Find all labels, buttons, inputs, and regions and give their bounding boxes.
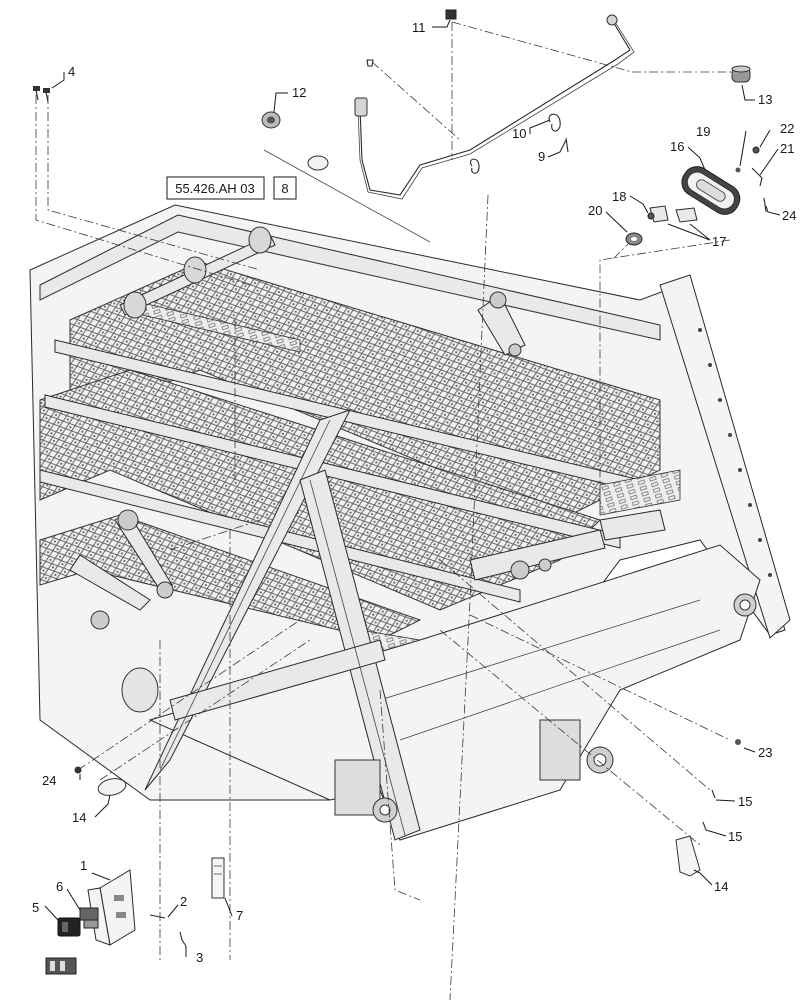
callout-24-right[interactable]: 24: [782, 208, 796, 223]
callout-15-lower[interactable]: 15: [728, 829, 742, 844]
callout-20[interactable]: 20: [588, 203, 602, 218]
right-upper-linkage: [477, 291, 526, 357]
nut-3: [179, 931, 183, 941]
callout-1[interactable]: 1: [80, 858, 87, 873]
callout-7[interactable]: 7: [236, 908, 243, 923]
bolt-9: [565, 137, 569, 153]
upper-shaft: [119, 226, 276, 319]
grommet-13: [731, 65, 751, 83]
clip-11: [445, 9, 457, 20]
reference-box-text: 55.426.AH 03: [175, 181, 255, 196]
bracket-1: [87, 869, 136, 946]
callout-22[interactable]: 22: [780, 121, 794, 136]
center-mechanism: [469, 509, 666, 581]
bolt-15-lower: [702, 821, 707, 831]
callout-14-left[interactable]: 14: [72, 810, 86, 825]
callout-18[interactable]: 18: [612, 189, 626, 204]
reference-callout[interactable]: 55.426.AH 03 8: [166, 176, 297, 200]
callout-17[interactable]: 17: [712, 234, 726, 249]
side-plate-holes: [698, 328, 772, 577]
bolt-23: [735, 739, 741, 745]
clip-6: [79, 907, 99, 929]
reference-box[interactable]: [166, 176, 265, 200]
connector-5: [57, 917, 81, 937]
grommet-12: [261, 111, 281, 129]
callout-16[interactable]: 16: [670, 139, 684, 154]
callout-2[interactable]: 2: [180, 894, 187, 909]
nut-18: [647, 212, 655, 220]
callout-21[interactable]: 21: [780, 141, 794, 156]
nut-24-left: [74, 766, 82, 774]
reference-badge-text: 8: [281, 181, 288, 196]
reference-badge: [273, 176, 297, 200]
callout-15-upper[interactable]: 15: [738, 794, 752, 809]
callout-5[interactable]: 5: [32, 900, 39, 915]
small-clip-top: [366, 59, 374, 67]
screw-22: [752, 146, 760, 154]
reflector-14-left: [97, 778, 127, 796]
studs-4: [33, 86, 50, 103]
left-spring-links: [69, 509, 174, 713]
a-frame-brace: [144, 409, 421, 841]
callout-24-left[interactable]: 24: [42, 773, 56, 788]
lamp-16: [681, 166, 741, 215]
clip-10: [470, 113, 561, 174]
cover-plate-8: [263, 149, 431, 243]
callout-4[interactable]: 4: [68, 64, 75, 79]
callout-6[interactable]: 6: [56, 879, 63, 894]
callout-10[interactable]: 10: [512, 126, 526, 141]
screw-24-top: [763, 197, 767, 213]
bracket-21: [751, 167, 763, 187]
callout-13[interactable]: 13: [758, 92, 772, 107]
callout-11[interactable]: 11: [412, 20, 426, 35]
callout-labels: 4 1 2 3 5 6 7 9 10 11 12 13 14 14 15 15 …: [32, 20, 796, 965]
callout-12[interactable]: 12: [292, 85, 306, 100]
connector-loose: [45, 957, 77, 975]
decal-7: [211, 857, 225, 899]
callout-9[interactable]: 9: [538, 149, 545, 164]
right-side-plate: [659, 274, 791, 639]
callout-23[interactable]: 23: [758, 745, 772, 760]
callout-19[interactable]: 19: [696, 124, 710, 139]
washer-19: [735, 167, 741, 173]
gasket-17: [649, 205, 698, 223]
callout-14-right[interactable]: 14: [714, 879, 728, 894]
callout-3[interactable]: 3: [196, 950, 203, 965]
leader-lines: [44, 19, 781, 957]
grommet-20: [625, 232, 643, 246]
reflector-14-right: [675, 835, 701, 877]
explode-lines: [35, 21, 736, 1000]
light-wire-tube: [354, 14, 635, 200]
bolt-15-upper: [711, 789, 716, 799]
sieve-frame-assembly: [29, 204, 791, 841]
screw-2: [149, 914, 166, 919]
